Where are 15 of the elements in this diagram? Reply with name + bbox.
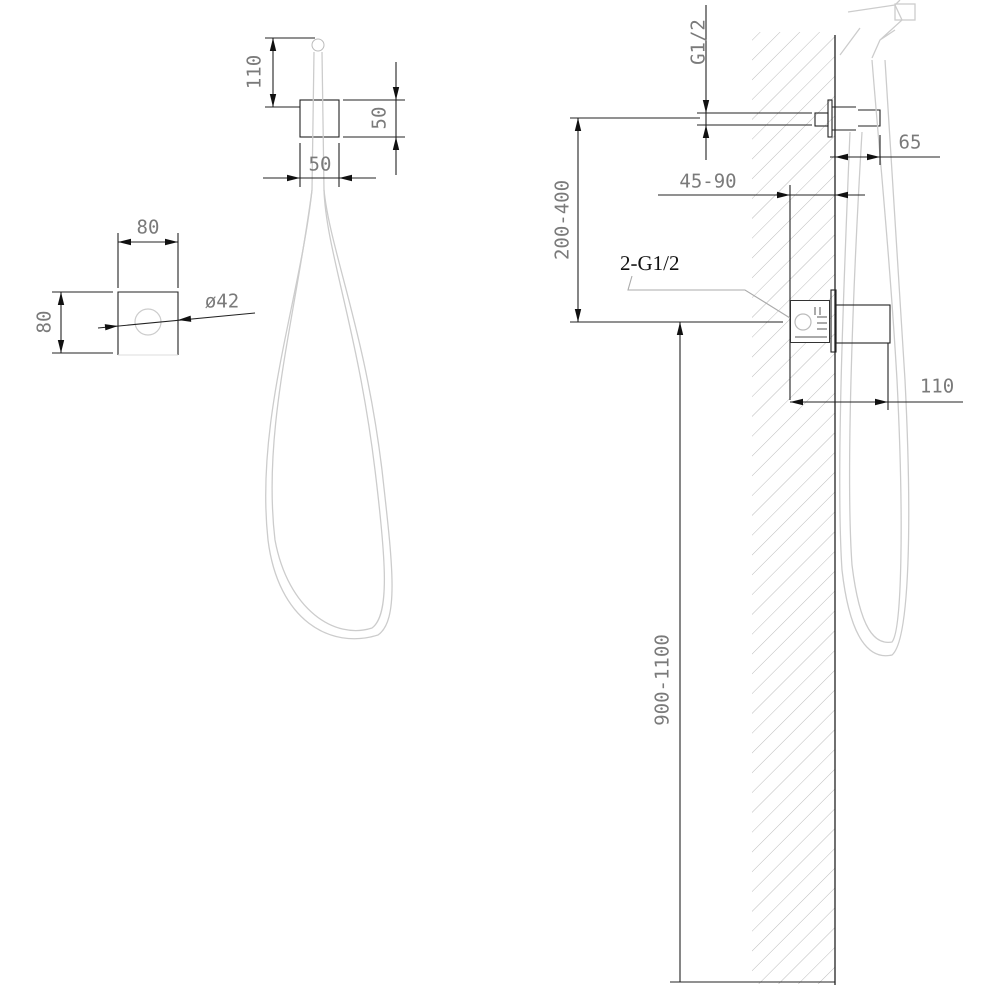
dimension-text: ø42 xyxy=(204,292,240,312)
leader-line xyxy=(627,276,790,318)
dimension-text: 900-1100 xyxy=(654,634,672,726)
dimension-text: 110 xyxy=(246,54,264,90)
dimension-text: 80 xyxy=(136,218,160,238)
callout-label: 2-G1/2 xyxy=(618,251,682,276)
dimension-text: 65 xyxy=(898,134,922,152)
dimension-text: 110 xyxy=(920,378,954,396)
dimension-text: G1/2 xyxy=(690,19,708,65)
dimension-text: 200-400 xyxy=(554,180,572,260)
dimension-text: 80 xyxy=(36,310,54,334)
dimension-text: 50 xyxy=(308,156,332,174)
valve-body xyxy=(790,300,830,343)
dimension-text: 50 xyxy=(370,106,390,130)
dimension-text: 45-90 xyxy=(679,172,737,192)
